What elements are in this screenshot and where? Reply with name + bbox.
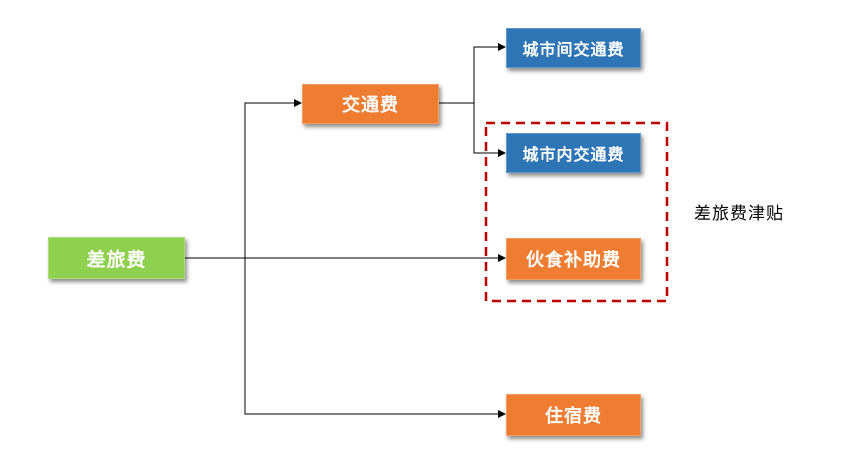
node-meal-allowance[interactable]: 伙食补助费: [506, 238, 641, 280]
allowance-group-label: 差旅费津贴: [694, 204, 784, 224]
node-transportation-fee[interactable]: 交通费: [302, 84, 439, 124]
connector-transport-to-intracity: [473, 103, 506, 157]
node-intracity-transportation[interactable]: 城市内交通费: [506, 133, 641, 173]
node-travel-expense[interactable]: 差旅费: [48, 237, 185, 279]
connector-root-to-lodging: [244, 258, 506, 418]
node-lodging-fee[interactable]: 住宿费: [506, 394, 641, 436]
allowance-group-border: [484, 121, 669, 303]
node-intercity-transportation[interactable]: 城市间交通费: [506, 28, 641, 68]
connector-transport-to-intercity: [473, 43, 506, 103]
connector-root-to-transport: [244, 99, 302, 258]
